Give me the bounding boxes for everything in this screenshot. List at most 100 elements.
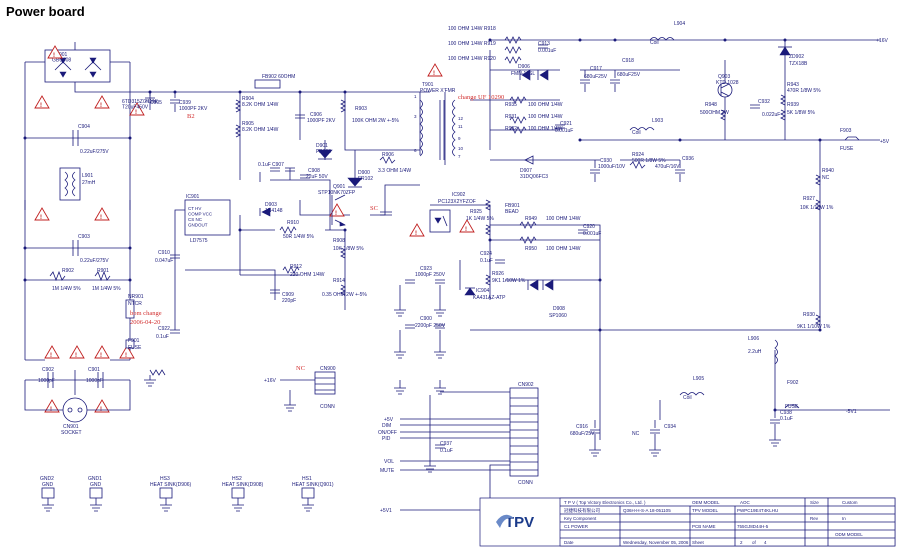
r912-label: R912: [290, 264, 302, 270]
r914-value: 0.35 OHM 2W +-5%: [322, 292, 367, 298]
r949-label: R949: [525, 216, 537, 222]
d908-label: D908: [553, 306, 565, 312]
r904-value: 8.2K OHM 1/4W: [242, 102, 279, 108]
plus16v-b-label: +16V: [264, 378, 276, 384]
r914-label: R914: [333, 278, 345, 284]
c902-label: C902: [42, 367, 54, 373]
l904-label: L904: [674, 21, 685, 27]
svg-text:!: !: [50, 353, 52, 359]
c920-label: C920: [583, 224, 595, 230]
fuse-label-f903: FUSE: [840, 146, 854, 152]
c936-value: 470uF/16V: [655, 164, 680, 170]
ld7575-label: LD7575: [190, 238, 208, 244]
fuse-label-f902: FUSE: [785, 404, 799, 410]
r950-label: R950: [525, 246, 537, 252]
bom-change-date: 2006-04-20: [130, 319, 160, 326]
r943-label: R943: [787, 82, 799, 88]
r903-value: 100K OHM 2W +-5%: [352, 118, 399, 124]
c906-label: C906: [310, 112, 322, 118]
plus16v-label: +16V: [876, 38, 888, 44]
c936-label: C936: [682, 156, 694, 162]
nc-label: NC: [822, 175, 830, 181]
tb-oem-model-label: OEM MODEL: [692, 500, 720, 505]
q901-value: STP10NK70ZFP: [318, 190, 356, 196]
zd902-label: ZD902: [789, 54, 804, 60]
r926-label: R926: [492, 271, 504, 277]
c924-value: 0.1uF: [480, 258, 493, 264]
coil-label-3: Coil: [683, 395, 692, 401]
coil-label-2: Coil: [632, 130, 641, 136]
c939-label: C939: [179, 100, 191, 106]
gnd2-value: GND: [42, 482, 54, 488]
c900-value: 2200pF 250V: [415, 323, 446, 329]
r910-value: 50R 1/4W 5%: [283, 234, 314, 240]
svg-text:!: !: [100, 353, 102, 359]
c939-value: 1000PF 2KV: [179, 106, 208, 112]
hs3-label: HS3: [160, 476, 170, 482]
c917-value: 680uF25V: [584, 74, 608, 80]
c922-value: 0.1uF: [156, 334, 169, 340]
r950-value: 100 OHM 1/4W: [546, 246, 581, 252]
c934-label: C934: [664, 424, 676, 430]
tb-date-label: Date: [564, 540, 574, 545]
ic904-value: KA431AZ-ATP: [473, 295, 506, 301]
r906-label: R906: [382, 152, 394, 158]
r918-label: 100 OHM 1/4W R918: [448, 26, 496, 32]
r905-value: 8.2K OHM 1/4W: [242, 127, 279, 133]
tb-size-value: Custom: [842, 500, 858, 505]
r906-value: 3.3 OHM 1/4W: [378, 168, 411, 174]
hs1-value: HEAT SINK(Q901): [292, 482, 334, 488]
l901-value: 27mH: [82, 180, 96, 186]
onoff-label: ON/OFF: [378, 430, 397, 436]
tb-odm-model-label: ODM MODEL: [835, 532, 863, 537]
tb-doc-no: Q36H-H-S-A 18-051105: [623, 508, 671, 513]
cn901-label: CN901: [63, 424, 79, 430]
c913-value: 0.001uF: [538, 48, 556, 54]
r948-label: R948: [705, 102, 717, 108]
svg-text:!: !: [465, 227, 467, 233]
c932-label: C932: [758, 99, 770, 105]
c930-value: 1000uF/10V: [598, 164, 626, 170]
tb-of-value: 4: [764, 540, 767, 545]
nr901-label: NR901: [128, 294, 144, 300]
tb-tpv-model-label: TPV MODEL: [692, 508, 719, 513]
tb-rev-value: In: [842, 516, 846, 521]
r930-label: R930: [803, 312, 815, 318]
ic902-value: PC123X2YFZOF: [438, 199, 476, 205]
d901-value: FR103: [316, 149, 331, 155]
d900-value: FR102: [358, 176, 373, 182]
r908-label: R908: [333, 238, 345, 244]
hs3-value: HEAT SINK(D906): [150, 482, 192, 488]
ntcr-label: NTCR: [128, 301, 142, 307]
t901-value: POWER X'FMR: [420, 88, 456, 94]
zd902-value: TZX18B: [789, 61, 808, 67]
title-block: [479, 497, 896, 547]
r935-value: 100 OHM 1/4W: [528, 102, 563, 108]
c905-label: C905: [150, 100, 162, 106]
r908-value: 10K 1/8W 5%: [333, 246, 364, 252]
ground-icon: [144, 300, 781, 473]
c937-value: 0.1uF: [440, 448, 453, 454]
tb-company: T P V ( Top Victory Electronics Co., Ltd…: [564, 500, 646, 505]
tb-oem-model-value: AOC: [740, 500, 751, 505]
svg-text:!: !: [75, 353, 77, 359]
tb-key-component-value: C1 POWER: [564, 524, 589, 529]
c923-value: 1000pF 250V: [415, 272, 446, 278]
change-note: change UF 10290: [458, 94, 504, 101]
c920-value: 0.001uF: [583, 231, 601, 237]
hs1-label: HS1: [302, 476, 312, 482]
minus5v-label: -5V1: [846, 409, 857, 415]
svg-text:7: 7: [458, 154, 461, 159]
f902-label: F902: [787, 380, 799, 386]
c908-value: 22uF 50V: [306, 174, 328, 180]
c907-label: C907: [272, 162, 284, 168]
svg-text:10: 10: [458, 146, 464, 151]
tb-sheet-value: 2: [740, 540, 743, 545]
c913-label: C913: [538, 41, 550, 47]
c901-value: 1000pF: [86, 378, 103, 384]
plus5v-label: +5V: [880, 139, 890, 145]
pid-label: PID: [382, 436, 391, 442]
c918-value: 680uF25V: [617, 72, 641, 78]
svg-text:11: 11: [458, 124, 463, 129]
